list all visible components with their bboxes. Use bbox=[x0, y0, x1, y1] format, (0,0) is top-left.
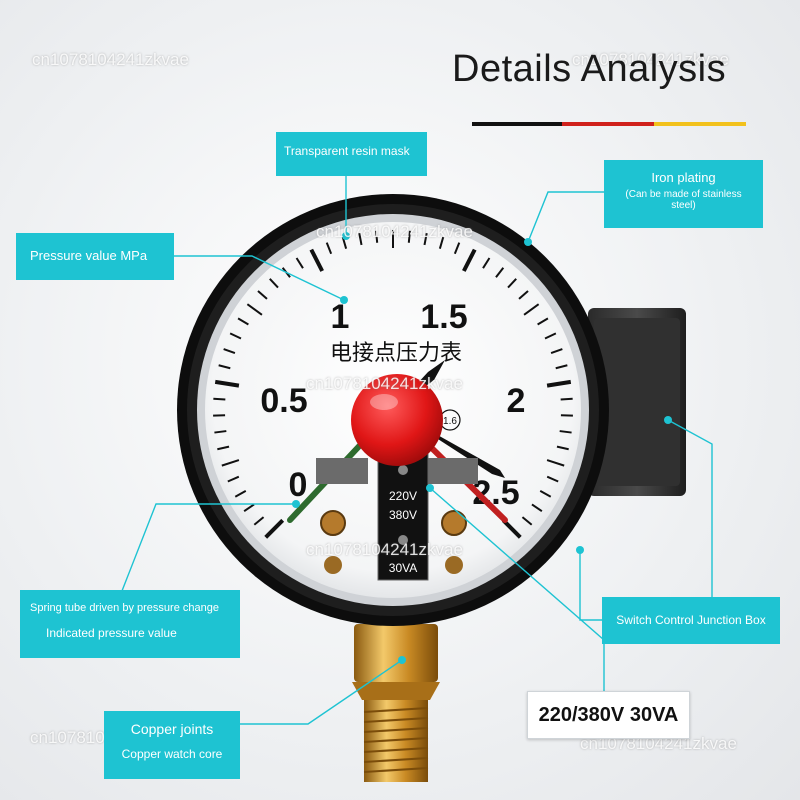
callout-junction-box: Switch Control Junction Box bbox=[602, 597, 780, 644]
scale-tick bbox=[555, 364, 568, 370]
scale-tick bbox=[269, 278, 279, 289]
scale-label: 2 bbox=[507, 382, 526, 420]
brass-connector bbox=[352, 624, 440, 782]
contact-mechanism bbox=[316, 458, 478, 574]
callout-pressure-value: Pressure value MPa bbox=[16, 233, 174, 280]
scale-tick bbox=[482, 257, 491, 269]
scale-tick bbox=[295, 257, 304, 269]
scale-tick bbox=[523, 303, 540, 316]
watermark: cn1078104241zkvae bbox=[316, 222, 473, 241]
scale-tick bbox=[462, 248, 477, 272]
scale-tick bbox=[217, 445, 230, 451]
scale-label: 1 bbox=[331, 298, 350, 336]
scale-tick bbox=[358, 233, 363, 246]
terminal-voltage-1: 220V bbox=[389, 489, 417, 503]
scale-tick bbox=[495, 267, 505, 278]
callout-anchor-dots bbox=[292, 232, 672, 664]
title-rule-yellow bbox=[654, 122, 746, 126]
scale-tick bbox=[550, 348, 563, 355]
scale-tick bbox=[341, 236, 348, 249]
callout-iron-plating-label: Iron plating bbox=[651, 170, 716, 185]
scale-label: 0 bbox=[289, 466, 308, 504]
callout-copper: Copper joints Copper watch core bbox=[104, 711, 240, 779]
scale-tick bbox=[546, 475, 559, 483]
scale-tick bbox=[518, 290, 529, 300]
scale-tick bbox=[223, 348, 236, 355]
callout-indicated-pressure-label: Indicated pressure value bbox=[46, 626, 177, 640]
dial-title-chinese: 电接点压力表 bbox=[330, 341, 462, 366]
scale-tick bbox=[309, 248, 324, 272]
callout-pressure-value-label: Pressure value MPa bbox=[30, 248, 148, 263]
scale-label: 0.5 bbox=[260, 382, 307, 420]
svg-text:1.6: 1.6 bbox=[443, 416, 457, 427]
dial-scale-ticks bbox=[213, 230, 573, 539]
scale-tick bbox=[246, 303, 263, 316]
scale-tick bbox=[243, 503, 255, 513]
scale-tick bbox=[375, 230, 379, 243]
scale-tick bbox=[264, 518, 285, 539]
scale-tick bbox=[531, 503, 543, 513]
watermark: cn1078104241zkvae bbox=[572, 50, 729, 69]
terminal-voltage-2: 380V bbox=[389, 508, 417, 522]
scale-tick bbox=[213, 397, 226, 401]
scale-tick bbox=[546, 379, 572, 388]
scale-tick bbox=[227, 475, 240, 483]
title-rule-red bbox=[562, 122, 654, 126]
callout-resin-mask: Transparent resin mask bbox=[276, 132, 427, 176]
title-rule-black bbox=[472, 122, 562, 126]
scale-tick bbox=[257, 290, 268, 300]
scale-tick bbox=[507, 278, 517, 289]
scale-tick bbox=[556, 445, 569, 451]
scale-tick bbox=[214, 379, 240, 388]
scale-tick bbox=[539, 490, 552, 498]
scale-tick bbox=[453, 242, 461, 255]
terminal-power: 30VA bbox=[389, 561, 417, 575]
scale-tick bbox=[423, 233, 428, 246]
scale-tick bbox=[214, 430, 227, 434]
callout-copper-core-label: Copper watch core bbox=[121, 747, 223, 761]
terminal-block: 220V 380V 30VA bbox=[377, 447, 429, 581]
junction-box bbox=[588, 308, 686, 496]
zero-adjust-knob bbox=[351, 374, 443, 466]
scale-label: 1.5 bbox=[420, 298, 467, 336]
scale-tick bbox=[237, 317, 249, 326]
scale-tick bbox=[438, 236, 445, 249]
voltage-rating-label: 220/380V 30VA bbox=[527, 691, 690, 739]
scale-tick bbox=[559, 430, 572, 434]
watermark: cn1078104241zkvae bbox=[32, 50, 189, 69]
scale-tick bbox=[218, 364, 231, 370]
scale-tick bbox=[546, 459, 565, 467]
callout-resin-mask-label: Transparent resin mask bbox=[284, 144, 410, 158]
callout-spring-tube: Spring tube driven by pressure change In… bbox=[20, 590, 240, 658]
scale-tick bbox=[537, 317, 549, 326]
callout-iron-plating: Iron plating (Can be made of stainless s… bbox=[604, 160, 763, 228]
callout-junction-box-label: Switch Control Junction Box bbox=[616, 613, 766, 627]
scale-tick bbox=[521, 516, 533, 526]
scale-tick bbox=[253, 516, 265, 526]
watermark: cn1078104241zkvae bbox=[306, 540, 463, 559]
callout-iron-plating-note: (Can be made of stainless steel) bbox=[625, 189, 742, 211]
callout-spring-tube-label: Spring tube driven by pressure change bbox=[30, 602, 219, 614]
scale-tick bbox=[234, 490, 247, 498]
scale-tick bbox=[501, 518, 522, 539]
callout-copper-joints-label: Copper joints bbox=[130, 721, 214, 737]
scale-tick bbox=[325, 242, 333, 255]
scale-tick bbox=[407, 230, 411, 243]
scale-tick bbox=[544, 332, 557, 340]
scale-tick bbox=[229, 332, 242, 340]
scale-tick bbox=[221, 459, 240, 467]
page-title: Details Analysis bbox=[452, 48, 727, 90]
watermark: cn1078104241zkvae bbox=[306, 374, 463, 393]
scale-tick bbox=[560, 397, 573, 401]
